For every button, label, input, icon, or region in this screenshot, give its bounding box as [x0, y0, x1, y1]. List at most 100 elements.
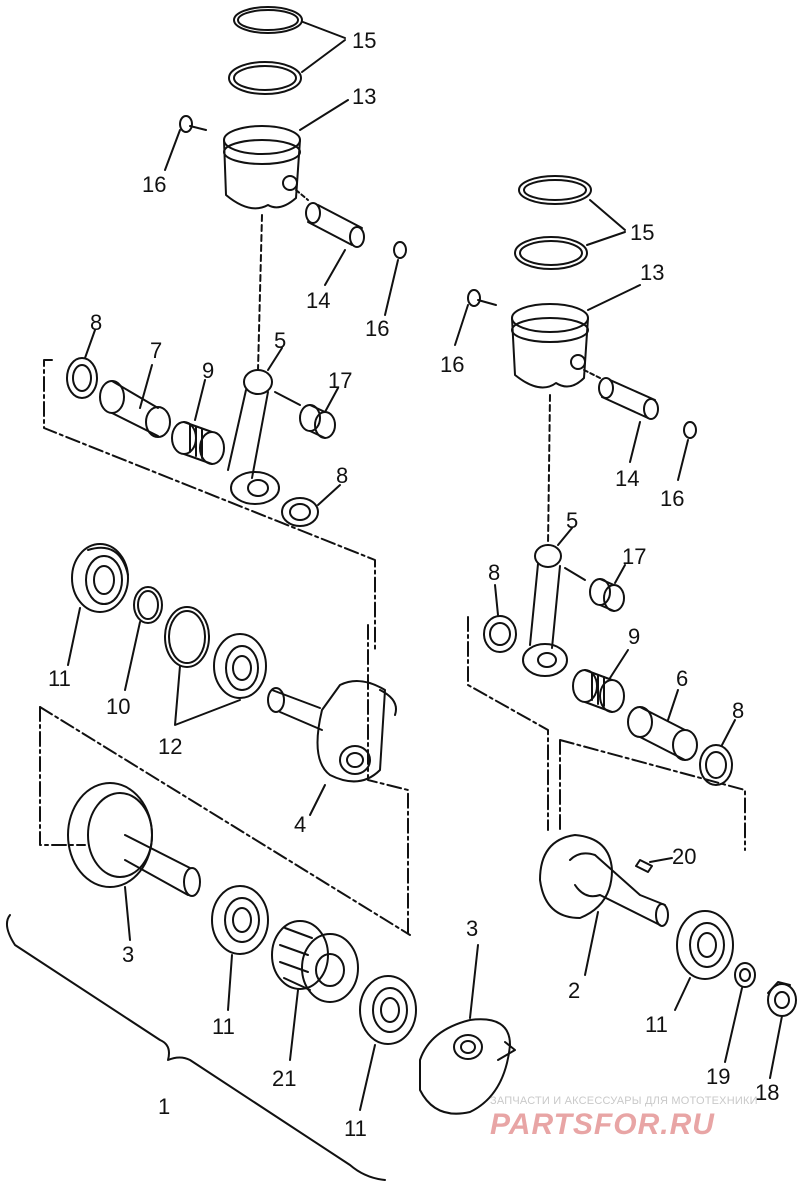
- washer-19: [734, 962, 756, 988]
- circlip-16-right-b: [683, 421, 697, 439]
- circlip-16-left-b: [393, 241, 407, 259]
- callout-17: 17: [328, 368, 353, 393]
- callout-16: 16: [660, 486, 685, 511]
- callout-2: 2: [568, 978, 581, 1003]
- leader-15-right: [586, 199, 626, 246]
- callout-16: 16: [440, 352, 465, 377]
- callout-16: 16: [365, 316, 390, 341]
- bearing-11-left-b: [211, 885, 269, 955]
- labyrinth-seal-21: [271, 920, 359, 1003]
- leader-11-right: [674, 977, 691, 1011]
- leader-13-right: [587, 284, 641, 311]
- callout-4: 4: [294, 812, 307, 837]
- callout-7: 7: [150, 338, 163, 363]
- callout-10: 10: [106, 694, 131, 719]
- callout-12: 12: [158, 734, 183, 759]
- leader-16-left-b: [384, 259, 399, 316]
- small-end-bearing-17-right: [589, 578, 625, 612]
- leader-4: [309, 784, 326, 816]
- callout-17: 17: [622, 544, 647, 569]
- leader-20: [649, 857, 673, 863]
- centerline-right-piston: [547, 394, 551, 546]
- callout-11: 11: [48, 666, 71, 691]
- callout-16: 16: [142, 172, 167, 197]
- watermark-caption: ЗАПЧАСТИ И АКСЕССУАРЫ ДЛЯ МОТОТЕХНИКИ: [490, 1095, 758, 1107]
- leader-8-right-a: [494, 584, 499, 616]
- key-20: [635, 859, 653, 873]
- bracket-right-rod: [467, 616, 549, 831]
- crank-pin-7: [99, 380, 171, 438]
- circlip-16-left-a: [179, 115, 193, 133]
- callout-15: 15: [630, 220, 655, 245]
- piston-right: [511, 303, 589, 389]
- connecting-rod-5-left: [227, 369, 280, 505]
- bearing-12: [213, 633, 267, 699]
- bracket-crank-assy-diag: [39, 706, 411, 936]
- leader-9-left: [194, 379, 206, 421]
- leader-3-right: [469, 944, 479, 1019]
- callout-6: 6: [676, 666, 689, 691]
- bearing-11-left-c: [359, 975, 417, 1045]
- leader-3-left: [124, 886, 131, 941]
- leader-18: [769, 1015, 783, 1079]
- bracket-crank-assy: [39, 706, 86, 846]
- thrust-washer-8-left-a: [66, 357, 98, 399]
- leader-13-left: [299, 99, 349, 131]
- nut-18: [767, 981, 797, 1017]
- needle-bearing-9-left: [171, 421, 225, 465]
- piston-ring-left-lower: [228, 61, 302, 95]
- callout-9: 9: [628, 624, 641, 649]
- callout-18: 18: [755, 1080, 780, 1105]
- callout-3: 3: [466, 916, 479, 941]
- leader-2: [584, 911, 599, 976]
- callout-19: 19: [706, 1064, 731, 1089]
- assembly-brace-1: [5, 914, 386, 1181]
- bearing-11-right: [676, 910, 734, 980]
- leader-11-left-b: [227, 954, 233, 1011]
- piston-left: [223, 125, 301, 210]
- leader-8-left-a: [84, 329, 96, 359]
- piston-pin-14-left: [295, 189, 365, 248]
- leader-14-left: [324, 249, 346, 286]
- leader-6: [667, 689, 679, 721]
- callout-13: 13: [640, 260, 665, 285]
- callout-11: 11: [645, 1012, 668, 1037]
- callout-5: 5: [274, 328, 287, 353]
- callout-1: 1: [158, 1094, 171, 1119]
- callout-13: 13: [352, 84, 377, 109]
- leader-17-right: [564, 564, 626, 584]
- piston-ring-left-upper: [233, 6, 303, 34]
- callout-21: 21: [272, 1066, 297, 1091]
- callout-14: 14: [306, 288, 331, 313]
- leader-15-left: [301, 21, 346, 73]
- leader-14-right: [629, 421, 641, 463]
- crank-pin-6: [627, 706, 698, 761]
- callout-14: 14: [615, 466, 640, 491]
- ring-12: [164, 606, 210, 668]
- piston-ring-right-lower: [514, 236, 588, 270]
- leader-12: [174, 665, 241, 726]
- seal-10: [133, 586, 163, 624]
- leader-5-right: [557, 527, 573, 546]
- leader-11-left-a: [67, 607, 81, 666]
- callout-11: 11: [212, 1014, 235, 1039]
- crank-half-4: [267, 680, 397, 783]
- thrust-washer-8-right-b: [699, 744, 733, 786]
- centerline-left-piston: [257, 214, 263, 371]
- connecting-rod-5-right: [522, 544, 568, 677]
- crank-half-3-right: [419, 1018, 516, 1115]
- leader-10: [124, 621, 141, 691]
- callout-11: 11: [344, 1116, 367, 1141]
- crank-half-2: [539, 834, 669, 927]
- leader-17-left: [274, 387, 339, 413]
- piston-ring-right-upper: [518, 175, 592, 205]
- leader-7: [139, 364, 153, 409]
- bracket-left-crank: [367, 624, 409, 936]
- callout-8: 8: [732, 698, 745, 723]
- small-end-bearing-17-left: [299, 404, 336, 439]
- leader-16-left-a: [164, 125, 207, 171]
- callout-3: 3: [122, 942, 135, 967]
- circlip-16-right-a: [467, 289, 481, 307]
